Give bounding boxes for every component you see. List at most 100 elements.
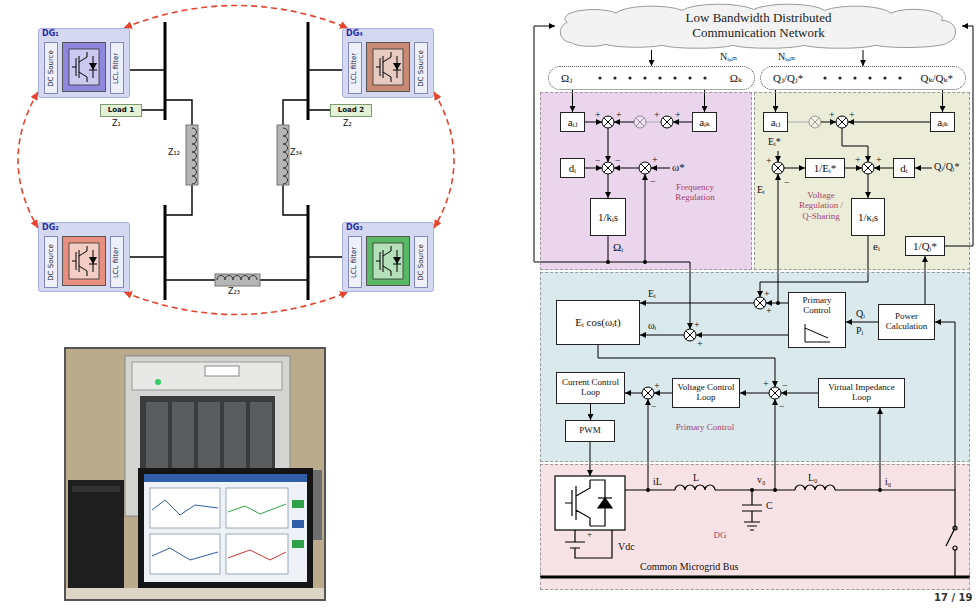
ellipsis-dots — [883, 76, 886, 79]
sign-label: − — [782, 380, 788, 391]
inverter-icon — [62, 42, 106, 92]
sign-label: − — [651, 401, 657, 412]
signal-arrow — [704, 90, 705, 112]
signal-arrow — [942, 90, 943, 112]
inverter-icon — [376, 52, 401, 82]
ellipsis-dots — [643, 76, 646, 79]
load-box: Load 1 — [100, 104, 142, 117]
bus-wiring — [130, 22, 342, 300]
converter-block: LCL filter — [348, 236, 362, 288]
control-block: Primary Control — [788, 292, 846, 348]
signal-wire — [915, 168, 932, 169]
summing-junction — [769, 387, 781, 399]
layer-title: DG — [705, 530, 735, 540]
control-block: 1/κᵢs — [851, 198, 885, 236]
inverter-icon — [63, 237, 106, 286]
ellipsis-dots — [598, 76, 601, 79]
unit-title: DG₃ — [346, 223, 436, 233]
signal-arrow — [846, 322, 878, 323]
summing-junction — [639, 162, 651, 174]
wire-node-dot — [606, 260, 882, 492]
neighbor-set-ellipse: ΩⱼΩₖ — [548, 66, 755, 90]
wire-node-dot — [643, 260, 647, 264]
signal-wire — [534, 26, 955, 490]
control-block: Eᵢ cos(ωᵢt) — [556, 300, 640, 345]
lab-setup-photo — [228, 504, 286, 514]
inverter-icon — [62, 236, 106, 286]
line-impedance — [186, 125, 289, 286]
signal-wire — [651, 168, 670, 169]
summing-junction — [862, 162, 874, 174]
signal-label: ω* — [672, 161, 685, 173]
lab-setup-photo — [292, 500, 304, 508]
signal-wire — [760, 236, 868, 297]
block-text: aᵢₖ — [699, 116, 710, 128]
dg-unit-panel: DG₂DC SourceLCL filter — [38, 222, 130, 292]
signal-label: Qᵢ/Qᵢ* — [934, 161, 960, 172]
block-text: LCL filter — [352, 52, 359, 83]
wire-node-dot — [606, 260, 610, 264]
signal-label: Vdc — [618, 541, 635, 552]
summing-junction — [661, 116, 673, 128]
lab-setup-photo — [65, 348, 325, 600]
summing-junction — [809, 116, 821, 128]
sign-label: − — [779, 401, 785, 412]
block-text: Ωₖ — [730, 72, 742, 84]
sign-label: + — [697, 338, 703, 349]
signal-arrow — [945, 26, 973, 246]
summing-junction — [642, 387, 654, 399]
signal-wire — [778, 174, 779, 303]
power-stage-circuit — [715, 489, 795, 490]
lab-setup-photo — [72, 486, 120, 492]
signal-wire — [590, 442, 591, 476]
inverter-icon — [89, 63, 97, 70]
power-stage-circuit — [565, 530, 612, 558]
lab-setup-photo — [150, 534, 220, 574]
cloud-outline — [560, 4, 955, 48]
control-layer-band: DG — [540, 464, 970, 590]
signal-label: eᵢ — [873, 240, 880, 252]
signal-label: Z₁₂ — [168, 149, 180, 158]
sign-label: + — [763, 378, 769, 389]
block-text: DC Source — [48, 50, 55, 87]
signal-label: Eᵢ* — [768, 136, 781, 147]
summing-junction — [602, 116, 614, 128]
sign-label: − — [650, 176, 656, 187]
sign-label: + — [876, 154, 882, 165]
signal-wire — [645, 174, 646, 262]
sign-label: + — [829, 109, 835, 120]
signal-wire — [614, 122, 634, 123]
line-impedance — [283, 128, 288, 184]
inverter-icon — [63, 43, 106, 92]
signal-wire — [740, 393, 769, 394]
inverter-icon — [72, 246, 97, 276]
inverter-icon — [69, 243, 99, 279]
inverter-icon — [376, 246, 401, 276]
sign-label: − — [595, 155, 601, 166]
signal-label: Pᵢ — [856, 325, 863, 336]
ellipsis-dots — [613, 76, 616, 79]
signal-label: Eᵢ — [757, 184, 765, 195]
power-stage-circuit — [675, 485, 715, 490]
signal-wire — [874, 168, 893, 169]
sign-label: + — [766, 305, 772, 316]
power-stage-circuit — [795, 485, 835, 490]
droop-icon — [802, 322, 832, 344]
signal-label: Z₁ — [112, 120, 121, 129]
unit-title: DG₄ — [346, 29, 436, 39]
signal-label: Nᵢ,ᵢₙ — [778, 51, 795, 62]
signal-wire — [608, 174, 609, 198]
lab-setup-photo — [68, 480, 124, 592]
signal-label: + — [587, 530, 592, 540]
block-text: PWM — [579, 426, 601, 436]
power-stage-circuit — [565, 480, 605, 526]
inverter-icon — [393, 257, 401, 264]
block-text: 1/kᵢs — [598, 211, 618, 223]
power-stage-circuit — [598, 498, 612, 508]
block-text: Load 1 — [108, 107, 134, 114]
communication-cloud: Low Bandwidth Distributed Communication … — [555, 2, 962, 50]
page-number: 17 / 19 — [934, 592, 972, 603]
signal-arrow — [651, 50, 652, 66]
control-block: Virtual Impedance Loop — [818, 378, 905, 408]
line-impedance — [186, 125, 198, 185]
